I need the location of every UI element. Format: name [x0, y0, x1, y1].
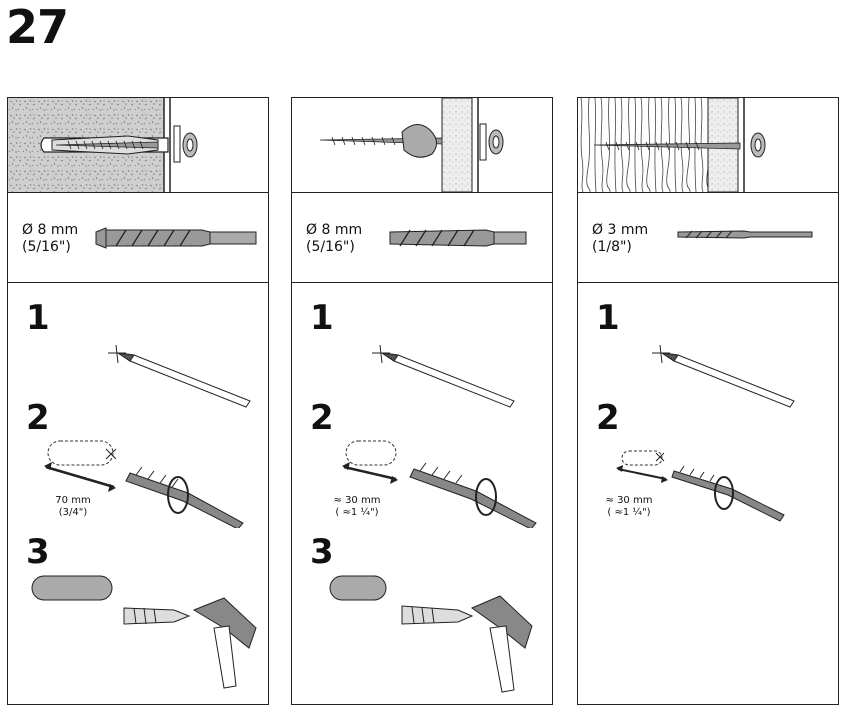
bit-diameter: Ø 8 mm	[22, 222, 79, 238]
step-number: 1	[596, 298, 620, 338]
concrete-column: Ø 8 mm (5/16") 1 2 70 mm	[7, 97, 269, 705]
wood-steps: 1 2 ≈ 30 mm ( ≈1 ¼")	[578, 283, 838, 705]
pencil-icon	[652, 344, 795, 408]
bit-diameter-imperial: (1/8")	[592, 239, 632, 255]
concrete-material-panel	[8, 98, 268, 193]
pencil-icon	[108, 344, 251, 408]
concrete-bit-panel: Ø 8 mm (5/16")	[8, 192, 268, 283]
drill-depth: ≈ 30 mm	[605, 495, 653, 506]
drill-depth-imperial: (3/4")	[58, 507, 88, 518]
step-number: 1	[26, 298, 50, 338]
drill-icon	[616, 450, 785, 522]
step-number: 3	[26, 532, 50, 572]
plasterboard-steps: 1 2 ≈ 30 mm ( ≈1 ¼") 3	[292, 283, 552, 705]
drill-bit-icon	[677, 230, 813, 239]
screw-icon	[319, 123, 504, 161]
drill-depth-imperial: ( ≈1 ¼")	[335, 507, 379, 518]
step-number: 3	[310, 532, 334, 572]
bit-diameter-imperial: (5/16")	[22, 239, 71, 255]
step-number: 2	[310, 398, 334, 438]
pencil-icon	[372, 344, 515, 408]
screw-icon	[593, 132, 766, 158]
drill-depth: 70 mm	[55, 495, 91, 506]
bit-diameter-imperial: (5/16")	[306, 239, 355, 255]
screw-icon	[55, 125, 198, 163]
plasterboard-wall	[441, 98, 473, 192]
hammer-icon	[31, 575, 257, 689]
plasterboard-material-panel	[292, 98, 552, 193]
page-number: 27	[6, 0, 69, 54]
bit-diameter: Ø 3 mm	[592, 222, 649, 238]
concrete-steps: 1 2 70 mm (3/4") 3	[8, 283, 268, 705]
step-number: 2	[26, 398, 50, 438]
drill-bit-icon	[389, 229, 527, 247]
step-number: 2	[596, 398, 620, 438]
plasterboard-bit-panel: Ø 8 mm (5/16")	[292, 192, 552, 283]
step-number: 1	[310, 298, 334, 338]
plasterboard-column: Ø 8 mm (5/16") 1 2 ≈ 30 mm ( ≈1 ¼")	[291, 97, 553, 705]
drill-depth-imperial: ( ≈1 ¼")	[607, 507, 651, 518]
wood-column: Ø 3 mm (1/8") 1 2 ≈ 30 mm ( ≈1 ¼")	[577, 97, 839, 705]
drill-icon	[342, 440, 537, 528]
hammer-icon	[329, 575, 533, 693]
drill-bit-icon	[95, 227, 257, 249]
wood-material-panel	[578, 98, 838, 193]
bit-diameter: Ø 8 mm	[306, 222, 363, 238]
drill-depth: ≈ 30 mm	[333, 495, 381, 506]
wood-bit-panel: Ø 3 mm (1/8")	[578, 192, 838, 283]
drill-icon	[44, 440, 244, 528]
